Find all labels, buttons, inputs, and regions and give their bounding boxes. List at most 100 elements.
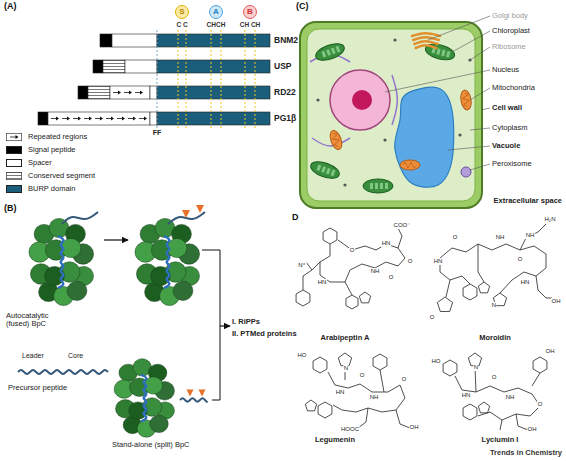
spacer xyxy=(112,34,157,47)
atom-label: HO xyxy=(297,352,307,359)
mitochondrion xyxy=(400,160,420,170)
chain-bond xyxy=(440,258,470,284)
reaction-arrow xyxy=(104,239,128,240)
vacuole xyxy=(395,87,454,187)
atom-label: OH xyxy=(527,426,537,433)
motif-letter: B xyxy=(247,8,253,16)
repeat-arrow-head xyxy=(100,117,103,121)
repeat-arrow-head xyxy=(67,117,70,121)
protein-illustration xyxy=(114,359,174,437)
organelle-label: Cytoplasm xyxy=(492,124,527,132)
golgi-cisterna xyxy=(412,33,440,36)
journal-watermark: Trends in Chemistry xyxy=(490,449,562,457)
legend-icon xyxy=(6,133,22,141)
conserved-segment xyxy=(103,60,125,73)
chloroplast-body xyxy=(309,158,342,181)
plant-cell xyxy=(300,22,482,208)
repeat-arrow-head xyxy=(111,117,114,121)
atom-label: O xyxy=(491,374,497,381)
region-label: Extracellular space xyxy=(494,197,562,205)
atom-label: O xyxy=(537,401,543,408)
modification-triangle xyxy=(182,210,190,218)
chemical-structure xyxy=(443,353,547,430)
chemical-structure xyxy=(296,228,405,309)
ring-bond xyxy=(437,297,452,311)
legend-text: Signal peptide xyxy=(28,145,76,155)
cristae xyxy=(462,93,470,108)
atom-label: HN xyxy=(520,279,530,286)
enzyme-label: Stand-alone (split) BpC xyxy=(112,441,190,449)
compound-name: Legumenin xyxy=(315,436,355,444)
chemical-structure xyxy=(305,353,410,428)
thylakoid xyxy=(321,166,326,173)
ring-bond xyxy=(463,284,477,300)
mitochondrion-body xyxy=(459,89,472,110)
burp-domain xyxy=(157,86,270,99)
atom-label: O xyxy=(429,314,435,321)
chain-bond xyxy=(320,244,352,295)
chain-bond xyxy=(478,244,484,282)
motif-letters: FF xyxy=(153,129,162,137)
motif-letter: A xyxy=(213,8,219,16)
ring-bond xyxy=(443,360,457,376)
compound-name: Lyciumin I xyxy=(482,436,519,444)
gene-bar: RD22 xyxy=(78,86,270,99)
chain-bond xyxy=(338,240,405,282)
leader-line xyxy=(385,70,490,92)
atom-label: HN xyxy=(433,258,443,265)
legend-icon xyxy=(6,172,22,180)
chloroplast xyxy=(363,179,393,193)
legend-arrow-head xyxy=(16,135,19,139)
chain-bond xyxy=(455,376,540,420)
legend-text: Repeated regions xyxy=(28,132,87,142)
gene-bar: BNM2 xyxy=(100,34,270,47)
protein-helix xyxy=(58,236,63,288)
peptide-chain xyxy=(180,398,208,402)
protein-domain xyxy=(173,281,193,300)
legend-text: BURP domain xyxy=(28,184,75,194)
chain-bond xyxy=(536,276,552,298)
nucleus xyxy=(330,70,390,130)
gene-name: USP xyxy=(274,62,291,71)
ribosome xyxy=(393,38,396,41)
golgi-cisterna xyxy=(414,41,437,44)
chain-bond xyxy=(396,410,410,428)
thylakoid xyxy=(321,51,326,58)
burp-domain xyxy=(157,112,270,125)
peptide-part-label: Leader xyxy=(22,352,44,360)
organelle-label: Golgi body xyxy=(492,12,528,20)
ring-bond xyxy=(463,404,477,420)
spacer xyxy=(125,60,157,73)
protein-domain xyxy=(150,415,168,432)
thylakoid xyxy=(375,183,378,189)
thylakoid xyxy=(370,183,373,189)
ring-bond xyxy=(346,295,358,309)
atom-label: COO⁻ xyxy=(393,222,411,229)
organelle-label: Chloroplast xyxy=(492,27,530,35)
mitochondrion xyxy=(459,89,472,110)
cristae xyxy=(331,132,341,147)
enzyme-label: Autocatalytic (fused) BpC xyxy=(6,312,68,329)
ring-bond xyxy=(318,402,332,418)
repeat-arrow-head xyxy=(144,117,147,121)
repeat-arrow-head xyxy=(78,117,81,121)
gene-name: BNM2 xyxy=(274,36,298,45)
chain-bond xyxy=(306,262,312,270)
repeat-arrow-head xyxy=(118,91,121,95)
cysteine-guide xyxy=(255,30,256,128)
panel-letter: (B) xyxy=(4,204,17,214)
legend-text: Spacer xyxy=(28,158,52,168)
protein-domain xyxy=(67,281,87,300)
gene-bar: USP xyxy=(93,60,270,73)
thylakoid xyxy=(316,164,321,171)
organelle-label: Cell wall xyxy=(492,104,522,112)
spacer xyxy=(150,86,157,99)
atom-label: HOOC xyxy=(341,426,360,433)
motif-circle: B xyxy=(243,5,257,19)
chain-bond xyxy=(440,244,546,293)
spacer xyxy=(150,112,157,125)
golgi-cisterna xyxy=(416,45,437,48)
ring-bond xyxy=(533,357,547,373)
atom-label: N xyxy=(343,365,348,372)
